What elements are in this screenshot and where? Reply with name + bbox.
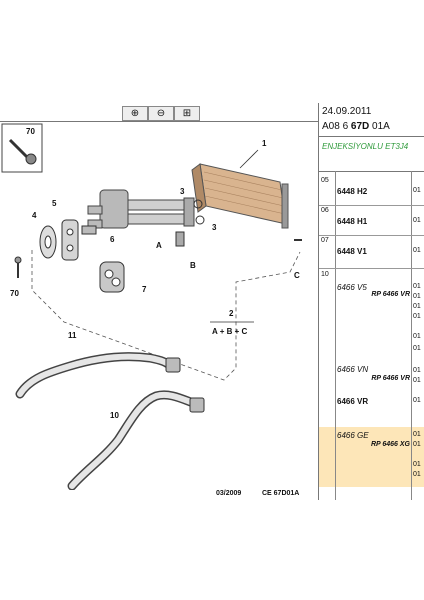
callout-70: 70 xyxy=(10,289,19,298)
callout-3-lower: 3 xyxy=(212,223,217,232)
callout-2: 2 xyxy=(229,309,234,318)
catalog-frame: ⊕ ⊖ ⊞ xyxy=(0,103,424,500)
catalog-date: 24.09.2011 xyxy=(322,106,372,117)
callout-10: 10 xyxy=(110,411,119,420)
callout-4: 4 xyxy=(32,211,37,220)
zoom-fit-button[interactable]: ⊞ xyxy=(174,106,200,121)
hose-part-11[interactable] xyxy=(15,352,181,399)
selected-row-highlight xyxy=(319,427,424,487)
column-divider-qty xyxy=(411,171,412,500)
tube-assembly[interactable] xyxy=(87,189,195,229)
callout-c: C xyxy=(294,271,300,280)
header-divider xyxy=(319,136,424,137)
catalog-reference: A08 6 67D 01A xyxy=(322,121,390,132)
footer-sheet-code: CE 67D01A xyxy=(262,490,300,497)
exploded-parts-diagram: 70 1 2 3 3 4 5 6 A B C 7 70 11 10 A + B … xyxy=(1,123,302,490)
callout-70-inset: 70 xyxy=(26,127,35,136)
heater-radiator-part-1[interactable] xyxy=(191,163,289,229)
callout-1: 1 xyxy=(262,139,267,148)
hose-part-10[interactable] xyxy=(67,390,205,490)
zoom-out-button[interactable]: ⊖ xyxy=(148,106,174,121)
zoom-fit-icon: ⊞ xyxy=(182,108,192,119)
bracket-part-7[interactable] xyxy=(99,261,125,293)
screw-part-70[interactable] xyxy=(14,256,22,278)
assembly-formula: A + B + C xyxy=(212,327,247,336)
seal-plate-part-5[interactable] xyxy=(61,219,79,261)
parts-list-panel: 24.09.2011 A08 6 67D 01A ENJEKSİYONLU ET… xyxy=(319,103,424,500)
o-ring-upper-part-3[interactable] xyxy=(193,199,203,209)
callout-b: B xyxy=(190,261,196,270)
clip-part-6[interactable] xyxy=(81,225,97,235)
sensor-part-b[interactable] xyxy=(175,231,185,247)
diagram-panel: ⊕ ⊖ ⊞ xyxy=(0,103,319,500)
gasket-part-4[interactable] xyxy=(39,225,57,259)
diagram-footer: 03/2009 CE 67D01A xyxy=(0,490,318,500)
screw-inset-box xyxy=(1,123,43,173)
callout-a: A xyxy=(156,241,162,250)
zoom-out-icon: ⊖ xyxy=(156,108,166,119)
toolbar: ⊕ ⊖ ⊞ xyxy=(0,103,318,122)
callout-3-upper: 3 xyxy=(180,187,185,196)
screw-70-inset[interactable] xyxy=(8,138,37,165)
footer-date-code: 03/2009 xyxy=(216,490,242,497)
engine-variant: ENJEKSİYONLU ET3J4 xyxy=(322,142,409,151)
zoom-in-icon: ⊕ xyxy=(130,108,140,119)
callout-5: 5 xyxy=(52,199,57,208)
callout-11: 11 xyxy=(68,331,77,340)
column-divider xyxy=(335,171,336,500)
table-top-divider xyxy=(319,171,424,172)
o-ring-lower-part-3[interactable] xyxy=(195,215,205,225)
zoom-in-button[interactable]: ⊕ xyxy=(122,106,148,121)
callout-6: 6 xyxy=(110,235,115,244)
callout-7: 7 xyxy=(142,285,147,294)
